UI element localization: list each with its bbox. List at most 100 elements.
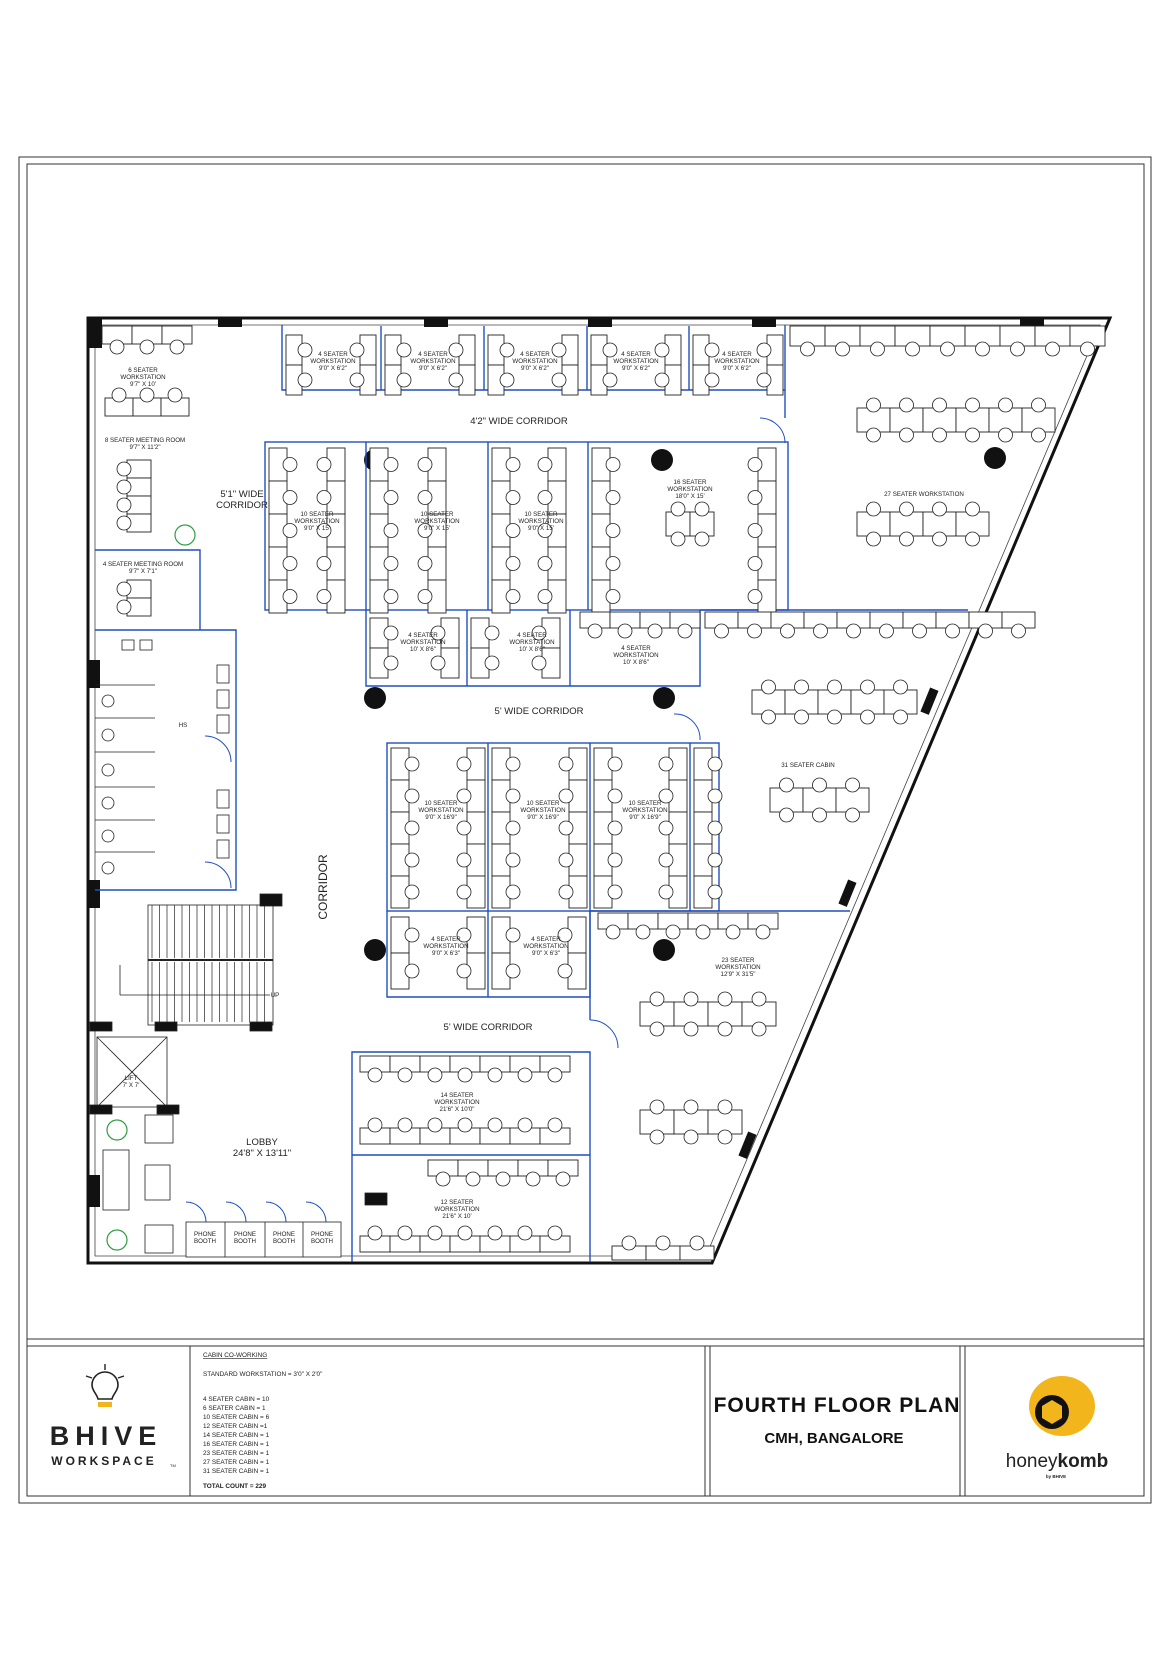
- chair-icon: [965, 531, 980, 547]
- chair-icon: [505, 884, 521, 900]
- chair-icon: [605, 556, 621, 571]
- chair-icon: [617, 623, 633, 639]
- wall-mark: [88, 1175, 100, 1207]
- door-swing: [759, 417, 786, 444]
- stair-mark: [154, 1021, 178, 1032]
- chair-icon: [505, 820, 521, 836]
- chair-icon: [435, 1171, 451, 1187]
- chair-icon: [899, 427, 914, 443]
- bulb-ray: [117, 1375, 125, 1379]
- chair-icon: [707, 884, 723, 900]
- lift-box: [96, 1036, 168, 1108]
- chair-icon: [683, 1021, 699, 1037]
- chair-icon: [396, 342, 412, 358]
- wall-mark: [424, 318, 448, 327]
- chair-icon: [383, 490, 399, 505]
- chair-icon: [1031, 397, 1046, 413]
- wc-seat: [101, 763, 115, 777]
- bulb-base-icon: [98, 1402, 112, 1407]
- brand-tm: TM: [170, 1463, 176, 1468]
- chair-icon: [297, 342, 313, 358]
- chair-icon: [537, 490, 553, 505]
- chair-icon: [649, 1099, 665, 1115]
- stair-mark: [89, 1021, 113, 1032]
- legend-item: 12 SEATER CABIN =1: [203, 1423, 268, 1430]
- chair-icon: [537, 523, 553, 538]
- chair-icon: [557, 963, 573, 979]
- chair-icon: [167, 387, 183, 403]
- chair-icon: [505, 457, 521, 472]
- chair-icon: [912, 623, 927, 639]
- chair-icon: [397, 1067, 413, 1083]
- column: [651, 449, 673, 471]
- chair-icon: [621, 1235, 637, 1251]
- chair-icon: [893, 679, 908, 695]
- chair-icon: [845, 807, 860, 823]
- chair-icon: [655, 1235, 671, 1251]
- chair-icon: [761, 709, 776, 725]
- chair-icon: [487, 1225, 503, 1241]
- chair-icon: [505, 589, 521, 604]
- chair-icon: [1031, 427, 1046, 443]
- chair-icon: [558, 788, 574, 804]
- partition-14-12: [351, 1051, 591, 1262]
- chair-icon: [665, 924, 681, 940]
- chair-icon: [605, 924, 621, 940]
- chair-icon: [978, 623, 993, 639]
- chair-icon: [647, 623, 663, 639]
- chair-icon: [704, 372, 720, 388]
- chair-icon: [487, 1117, 503, 1133]
- chair-icon: [677, 623, 693, 639]
- door-swing: [204, 861, 232, 889]
- chair-icon: [707, 820, 723, 836]
- titleblock: BHIVE WORKSPACE TM CABIN CO-WORKING STAN…: [50, 1346, 1108, 1496]
- chair-icon: [866, 501, 881, 517]
- chair-icon: [794, 679, 809, 695]
- chair-icon: [487, 1067, 503, 1083]
- chair-icon: [689, 1235, 705, 1251]
- chair-icon: [499, 372, 515, 388]
- chair-icon: [109, 339, 125, 355]
- chair-icon: [899, 531, 914, 547]
- chair-icon: [670, 531, 686, 547]
- chair-icon: [499, 342, 515, 358]
- chair-icon: [707, 756, 723, 772]
- column: [653, 939, 675, 961]
- wall-mark: [1020, 318, 1044, 327]
- chair-icon: [404, 756, 420, 772]
- chair-icon: [835, 341, 850, 357]
- chair-icon: [602, 342, 618, 358]
- chair-icon: [417, 523, 433, 538]
- chair-icon: [537, 589, 553, 604]
- chair-icon: [537, 457, 553, 472]
- chair-icon: [367, 1067, 383, 1083]
- chair-icon: [756, 342, 772, 358]
- label-hs: HS: [179, 722, 188, 729]
- partner-by: by BHIVE: [1046, 1474, 1066, 1479]
- wc-seat: [101, 694, 115, 708]
- chair-icon: [998, 397, 1013, 413]
- wc-seat: [101, 829, 115, 843]
- door-swing: [225, 1201, 247, 1223]
- legend-item: 23 SEATER CABIN = 1: [203, 1450, 270, 1457]
- urinal: [216, 689, 230, 709]
- urinal: [216, 664, 230, 684]
- legend-item: 14 SEATER CABIN = 1: [203, 1432, 270, 1439]
- chair-icon: [383, 523, 399, 538]
- chair-icon: [116, 497, 132, 513]
- chair-icon: [717, 1021, 733, 1037]
- chair-icon: [116, 581, 132, 597]
